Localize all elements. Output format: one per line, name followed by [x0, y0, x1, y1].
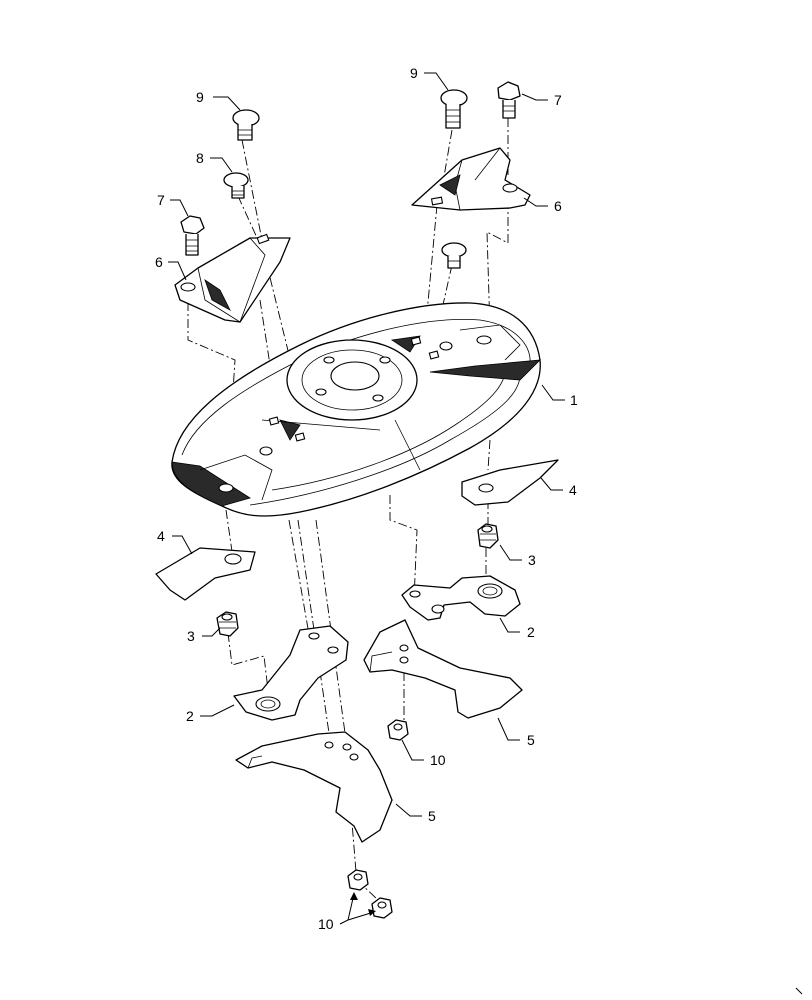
callout-10-lower: 10 [318, 916, 334, 932]
callout-8: 8 [196, 150, 204, 166]
callout-9-left: 9 [196, 89, 204, 105]
blade-part-4-left [155, 547, 256, 601]
callout-3-right: 3 [528, 552, 536, 568]
callout-10-upper: 10 [430, 752, 446, 768]
deflector-part-5-right-nut [387, 719, 409, 741]
guard-part-6-left [174, 233, 291, 323]
callout-2-right: 2 [527, 624, 535, 640]
nut-part-10-upper [347, 869, 369, 891]
callout-7-left: 7 [157, 192, 165, 208]
holder-part-2-left [233, 625, 349, 721]
callout-6-right: 6 [554, 198, 562, 214]
holder-part-2-right [401, 575, 521, 621]
nut-part-10-lower [371, 897, 393, 919]
bolt-part-7-right [497, 81, 521, 119]
callout-1: 1 [570, 392, 578, 408]
nut-part-3-left [216, 611, 239, 637]
deflector-part-5-left [235, 731, 393, 843]
leader-lines [168, 72, 565, 925]
callout-6-left: 6 [155, 254, 163, 270]
bolt-center [441, 242, 467, 269]
callout-4-left: 4 [157, 528, 165, 544]
callout-5-right: 5 [527, 732, 535, 748]
callout-labels: 9 8 7 6 9 7 6 1 4 4 3 3 2 2 5 5 10 10 [155, 65, 578, 932]
bolt-part-8 [223, 172, 249, 199]
callout-3-left: 3 [187, 628, 195, 644]
blade-part-4-right [461, 459, 559, 506]
bolt-part-9-left [232, 109, 260, 141]
disc-part-1 [171, 302, 542, 517]
callout-4-right: 4 [569, 482, 577, 498]
deflector-part-5-right [363, 619, 523, 719]
callout-9-right: 9 [410, 65, 418, 81]
callout-5-left: 5 [428, 808, 436, 824]
nut-part-3-right [477, 523, 499, 549]
corner-mark [795, 987, 803, 995]
callout-2-left: 2 [186, 708, 194, 724]
guard-part-6-right [411, 147, 531, 211]
callout-7-right: 7 [554, 92, 562, 108]
bolt-part-7-left [180, 215, 205, 256]
bolt-part-9-right [440, 89, 468, 129]
